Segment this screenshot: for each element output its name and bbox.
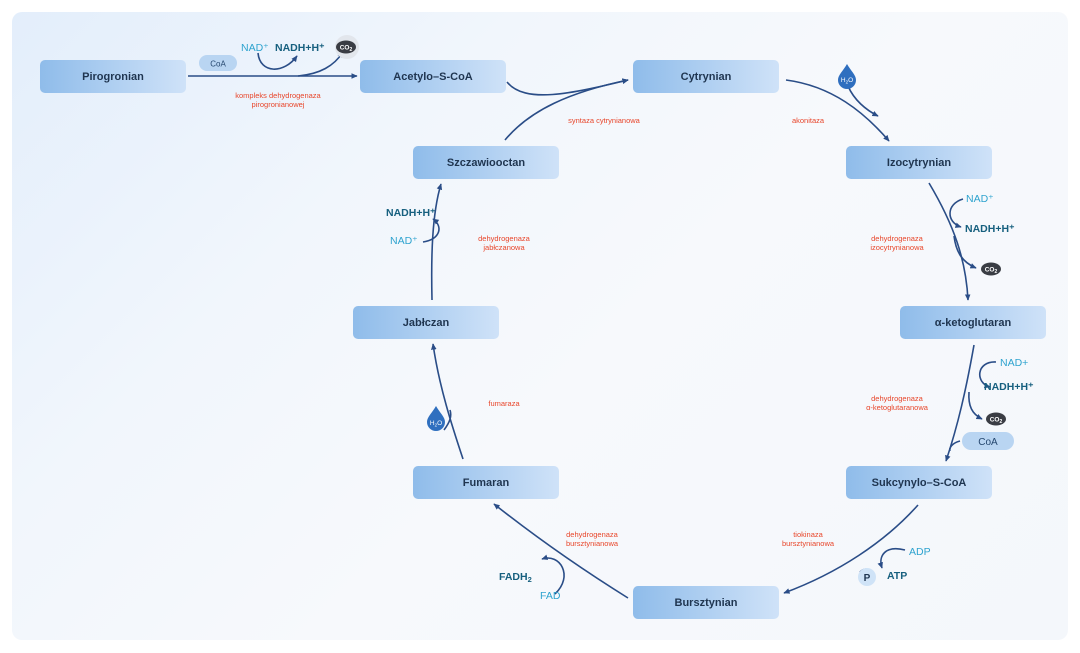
box-label: Szczawiooctan xyxy=(447,157,526,169)
svg-text:CO2: CO2 xyxy=(985,267,998,276)
enzyme-akgdh-line2: α-ketoglutaranowa xyxy=(866,403,929,412)
diagram-background xyxy=(12,12,1068,640)
arrow-fad-to-fadh2 xyxy=(541,554,565,595)
fadh-base: FADH xyxy=(499,571,528,583)
arrow-jablczan-to-szczawiooctan xyxy=(430,183,443,301)
enzyme-pdh-line1: kompleks dehydrogenaza xyxy=(235,91,321,100)
enzyme-sdh-line2: bursztynianowa xyxy=(566,539,619,548)
fadh2-label: FADH2 xyxy=(499,571,532,584)
enzyme-sdh-line1: dehydrogenaza xyxy=(566,530,619,539)
arrow-szczawiooctan-to-cytrynian xyxy=(504,78,629,141)
co2-cloud-icon: CO2 xyxy=(986,412,1006,426)
enzyme-mdh-line2: jabłczanowa xyxy=(482,243,525,252)
box-label: Fumaran xyxy=(463,477,510,489)
arrow-co2-release-akgdh xyxy=(968,391,983,420)
arrow-fumaran-to-jablczan xyxy=(431,343,464,460)
h2o-h: H xyxy=(430,420,435,427)
arrow-cytrynian-to-izocytrynian xyxy=(785,79,890,142)
nad-plus-label: NAD+ xyxy=(1000,357,1028,369)
h2o-subscript: 2 xyxy=(435,423,438,428)
box-izocytrynian: Izocytrynian xyxy=(846,146,992,179)
h2o-h: H xyxy=(841,77,846,84)
enzyme-akgdh-line1: dehydrogenaza xyxy=(871,394,924,403)
arrow-co2-release-pdh xyxy=(297,51,344,77)
co2-subscript: 2 xyxy=(349,47,352,53)
box-label: Jabłczan xyxy=(403,317,450,329)
coa-input-pill: CoA xyxy=(199,55,237,71)
arrow-izocytrynian-to-ketoglutaran xyxy=(928,182,971,301)
box-pirogronian: Pirogronian xyxy=(40,60,186,93)
coa-label: CoA xyxy=(210,60,226,69)
h2o-o: O xyxy=(848,77,853,84)
arrow-h2o-aconitase xyxy=(847,85,879,117)
svg-text:H2O: H2O xyxy=(430,420,442,428)
fad-label: FAD xyxy=(540,590,561,602)
arrow-nad-to-nadh-mdh xyxy=(422,218,440,243)
fadh-subscript: 2 xyxy=(528,575,532,584)
svg-text:CO2: CO2 xyxy=(340,45,353,54)
box-label: α-ketoglutaran xyxy=(935,317,1012,329)
enzyme-fumarase: fumaraza xyxy=(488,399,520,408)
h2o-o: O xyxy=(437,420,442,427)
nad-plus-label: NAD⁺ xyxy=(390,235,418,247)
enzyme-scs-line2: bursztynianowa xyxy=(782,539,835,548)
adp-label: ADP xyxy=(909,546,931,558)
arrow-coa-akgdh xyxy=(949,440,961,452)
phosphate-label: P xyxy=(864,573,871,584)
phosphate-icon: P xyxy=(858,568,876,586)
box-cytrynian: Cytrynian xyxy=(633,60,779,93)
box-fumaran: Fumaran xyxy=(413,466,559,499)
co2-cloud-icon: CO2 xyxy=(981,262,1001,276)
svg-text:H2O: H2O xyxy=(841,77,853,85)
water-drop-icon: H2O xyxy=(838,64,856,89)
box-label: Bursztynian xyxy=(675,597,738,609)
co2-subscript: 2 xyxy=(999,419,1002,425)
enzyme-idh-line2: izocytrynianowa xyxy=(870,243,924,252)
enzyme-aconitase: akonitaza xyxy=(792,116,825,125)
box-acetylo-s-coa: Acetylo–S-CoA xyxy=(360,60,506,93)
water-drop-icon: H2O xyxy=(427,406,445,431)
enzyme-citrate-synthase: syntaza cytrynianowa xyxy=(568,116,641,125)
co2-label: CO xyxy=(985,267,995,274)
atp-label: ATP xyxy=(887,570,907,582)
enzyme-idh-line1: dehydrogenaza xyxy=(871,234,924,243)
enzyme-scs-line1: tiokinaza xyxy=(793,530,823,539)
nad-plus-label: NAD⁺ xyxy=(966,193,994,205)
box-jablczan: Jabłczan xyxy=(353,306,499,339)
nadh-label: NADH+H⁺ xyxy=(386,207,436,219)
arrow-acetylo-to-cytrynian xyxy=(506,78,629,96)
box-label: Cytrynian xyxy=(681,71,732,83)
co2-label: CO xyxy=(340,45,350,52)
co2-subscript: 2 xyxy=(994,269,997,275)
arrow-nad-to-nadh-akgdh xyxy=(979,361,997,389)
arrow-bursztynian-to-fumaran xyxy=(493,503,629,599)
svg-text:CO2: CO2 xyxy=(990,417,1003,426)
box-label: Pirogronian xyxy=(82,71,144,83)
arrow-h2o-fumarase xyxy=(443,409,452,431)
nadh-label: NADH+H⁺ xyxy=(984,381,1034,393)
arrow-co2-release-idh xyxy=(953,235,977,269)
box-bursztynian: Bursztynian xyxy=(633,586,779,619)
coa-label: CoA xyxy=(978,437,998,448)
h2o-subscript: 2 xyxy=(846,80,849,85)
box-sukcynylo-s-coa: Sukcynylo–S-CoA xyxy=(846,466,992,499)
box-szczawiooctan: Szczawiooctan xyxy=(413,146,559,179)
co2-cloud-icon: CO2 xyxy=(335,35,359,59)
enzyme-mdh-line1: dehydrogenaza xyxy=(478,234,531,243)
co2-label: CO xyxy=(990,417,1000,424)
arrow-sukcynylo-to-bursztynian xyxy=(783,504,919,594)
enzyme-pdh-line2: pirogronianowej xyxy=(252,100,305,109)
nadh-label: NADH+H⁺ xyxy=(275,42,325,54)
nadh-label: NADH+H⁺ xyxy=(965,223,1015,235)
arrow-nad-to-nadh-pdh xyxy=(257,52,298,70)
arrow-nad-to-nadh-idh xyxy=(949,198,964,228)
box-label: Acetylo–S-CoA xyxy=(393,71,473,83)
box-alfa-ketoglutaran: α-ketoglutaran xyxy=(900,306,1046,339)
coa-release-pill: CoA xyxy=(962,432,1014,450)
nad-plus-label: NAD⁺ xyxy=(241,42,269,54)
box-label: Sukcynylo–S-CoA xyxy=(872,477,967,489)
arrow-adp-to-atp xyxy=(877,548,906,569)
box-label: Izocytrynian xyxy=(887,157,951,169)
